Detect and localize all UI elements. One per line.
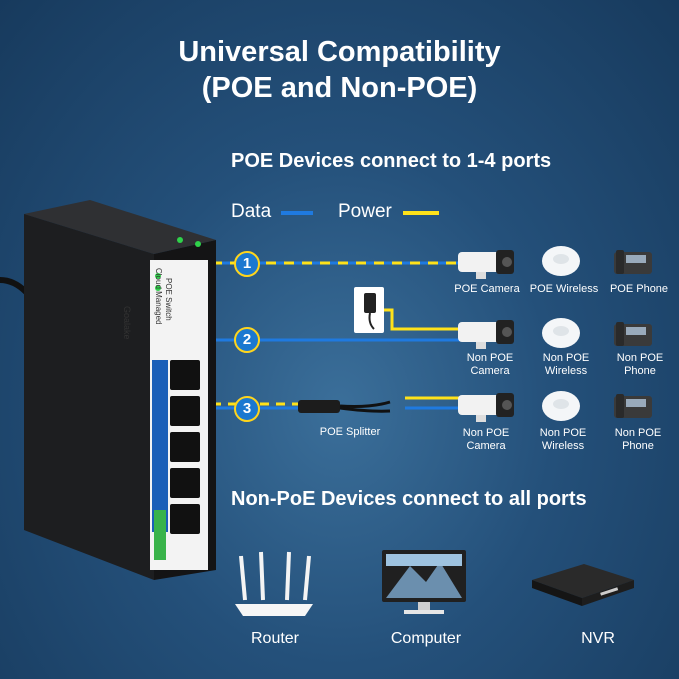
switch-model-line-1: Cloud Managed: [154, 268, 163, 325]
nvr-label: NVR: [581, 630, 615, 647]
switch-brand-label: Goalake: [122, 306, 132, 340]
row2-device-2-label: Non POE Wireless: [542, 352, 590, 377]
poe-splitter-label: POE Splitter: [319, 426, 381, 438]
computer-label: Computer: [390, 630, 462, 647]
row2-power-line: [383, 308, 462, 331]
legend-power-swatch: [403, 211, 439, 215]
row3-device-1-label: Non POE Camera: [462, 427, 510, 452]
row1-device-3-label: POE Phone: [609, 283, 669, 295]
access-point-icon: [540, 316, 582, 350]
ip-phone-icon: [612, 318, 654, 348]
ethernet-switch-icon: [20, 200, 220, 580]
row3-device-3-label: Non POE Phone: [614, 427, 662, 452]
row1-device-1-label: POE Camera: [454, 283, 520, 295]
row-1-badge: 1: [234, 251, 260, 277]
camera-icon: [456, 316, 518, 350]
access-point-icon: [540, 244, 582, 278]
router-icon: [231, 548, 317, 620]
row-2-badge: 2: [234, 327, 260, 353]
router-label: Router: [250, 630, 300, 647]
row2-device-1-label: Non POE Camera: [466, 352, 514, 377]
camera-icon: [456, 389, 518, 423]
legend-data-swatch: [281, 211, 313, 215]
power-cable: [0, 262, 30, 302]
access-point-icon: [540, 389, 582, 423]
poe-section-heading: POE Devices connect to 1-4 ports: [231, 150, 552, 172]
row3-device-2-label: Non POE Wireless: [539, 427, 587, 452]
nvr-icon: [528, 560, 638, 610]
title-line-2: (POE and Non-POE): [201, 72, 478, 104]
row-3-badge: 3: [234, 396, 260, 422]
title-line-1: Universal Compatibility: [178, 36, 501, 68]
row2-device-3-label: Non POE Phone: [616, 352, 664, 377]
switch-model-line-2: POE Switch: [164, 278, 173, 321]
legend-power-label: Power: [338, 201, 392, 222]
legend-data-label: Data: [231, 201, 272, 222]
poe-splitter-icon: [290, 396, 405, 418]
camera-icon: [456, 246, 518, 280]
non-poe-section-heading: Non-PoE Devices connect to all ports: [231, 488, 587, 510]
power-adapter-icon: [354, 287, 384, 333]
ip-phone-icon: [612, 246, 654, 276]
monitor-icon: [380, 548, 468, 616]
row1-device-2-label: POE Wireless: [529, 283, 599, 295]
ip-phone-icon: [612, 390, 654, 420]
